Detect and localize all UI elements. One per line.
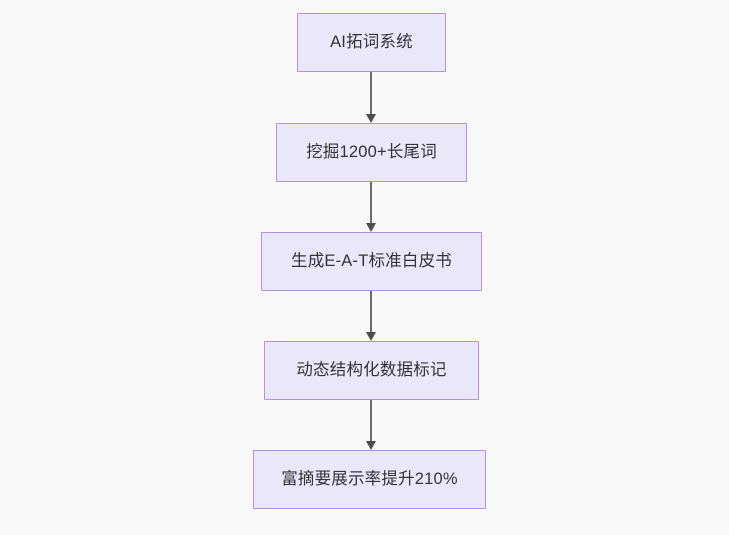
flow-node-generate-eat-whitepaper[interactable]: 生成E-A-T标准白皮书 (261, 232, 482, 291)
connector-stem (370, 291, 372, 332)
flow-node-ai-keyword-system[interactable]: AI拓词系统 (297, 13, 446, 72)
flow-node-dynamic-structured-data-markup[interactable]: 动态结构化数据标记 (264, 341, 479, 400)
connector-stem (370, 72, 372, 114)
flow-node-mine-longtail-keywords[interactable]: 挖掘1200+长尾词 (276, 123, 467, 182)
arrowhead-icon (366, 332, 376, 341)
flow-node-label: 挖掘1200+长尾词 (306, 142, 437, 161)
flow-node-rich-snippet-rate-increase[interactable]: 富摘要展示率提升210% (253, 450, 486, 509)
arrowhead-icon (366, 114, 376, 123)
connector-arrow-2 (366, 182, 376, 232)
flow-node-label: AI拓词系统 (330, 32, 413, 51)
connector-arrow-1 (366, 72, 376, 123)
arrowhead-icon (366, 223, 376, 232)
flow-node-label: 生成E-A-T标准白皮书 (291, 251, 452, 270)
connector-stem (370, 400, 372, 441)
arrowhead-icon (366, 441, 376, 450)
flow-node-label: 动态结构化数据标记 (296, 360, 447, 379)
connector-arrow-3 (366, 291, 376, 341)
flow-node-label: 富摘要展示率提升210% (281, 469, 458, 488)
connector-arrow-4 (366, 400, 376, 450)
connector-stem (370, 182, 372, 223)
